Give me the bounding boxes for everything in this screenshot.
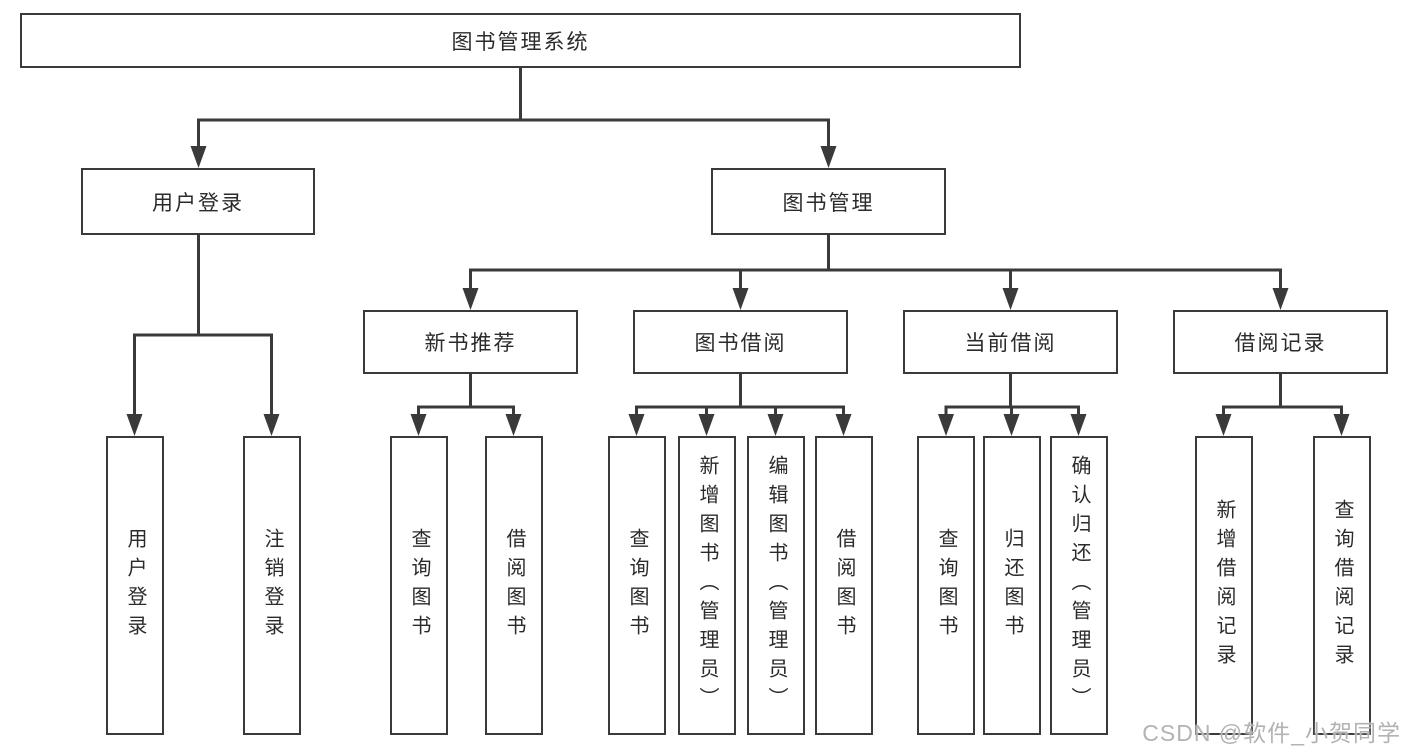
node-label: 借阅记录 [1234, 332, 1327, 355]
node-label: 用户登录 [152, 191, 244, 215]
node-label: 确认归还（管理员） [1068, 455, 1090, 716]
node-label: 查询借阅记录 [1331, 498, 1353, 673]
node-label: 当前借阅 [964, 332, 1057, 355]
leaf-query-books-current: 查询图书 [917, 436, 975, 735]
node-label: 新增图书（管理员） [696, 455, 718, 716]
node-label: 编辑图书（管理员） [765, 455, 787, 716]
leaf-return-books: 归还图书 [983, 436, 1041, 735]
node-label: 查询图书 [626, 527, 648, 644]
node-book-borrow: 图书借阅 [633, 310, 848, 374]
watermark: CSDN @软件_小贺同学 [1142, 720, 1401, 746]
leaf-query-books-borrow: 查询图书 [608, 436, 666, 735]
node-label: 查询图书 [408, 527, 430, 644]
node-root-system: 图书管理系统 [20, 13, 1021, 68]
leaf-borrow-books: 借阅图书 [815, 436, 873, 735]
node-label: 归还图书 [1001, 527, 1023, 644]
node-user-login: 用户登录 [81, 168, 315, 235]
node-new-book-recommend: 新书推荐 [363, 310, 578, 374]
node-current-borrow: 当前借阅 [903, 310, 1118, 374]
node-label: 借阅图书 [833, 527, 855, 644]
node-label: 借阅图书 [503, 527, 525, 644]
node-borrow-records: 借阅记录 [1173, 310, 1388, 374]
node-label: 图书管理系统 [451, 30, 590, 54]
node-label: 新增借阅记录 [1213, 498, 1235, 673]
leaf-query-borrow-record: 查询借阅记录 [1313, 436, 1371, 735]
leaf-edit-books-admin: 编辑图书（管理员） [747, 436, 805, 735]
leaf-add-books-admin: 新增图书（管理员） [678, 436, 736, 735]
leaf-query-books-recommend: 查询图书 [390, 436, 448, 735]
node-label: 查询图书 [935, 527, 957, 644]
node-label: 新书推荐 [424, 332, 517, 355]
leaf-confirm-return-admin: 确认归还（管理员） [1050, 436, 1108, 735]
leaf-user-login: 用户登录 [106, 436, 164, 735]
node-label: 图书借阅 [694, 332, 787, 355]
leaf-logout: 注销登录 [243, 436, 301, 735]
node-label: 注销登录 [261, 527, 283, 644]
node-book-management: 图书管理 [711, 168, 946, 235]
leaf-borrow-books-recommend: 借阅图书 [485, 436, 543, 735]
node-label: 图书管理 [782, 191, 875, 215]
node-label: 用户登录 [124, 527, 146, 644]
leaf-add-borrow-record: 新增借阅记录 [1195, 436, 1253, 735]
